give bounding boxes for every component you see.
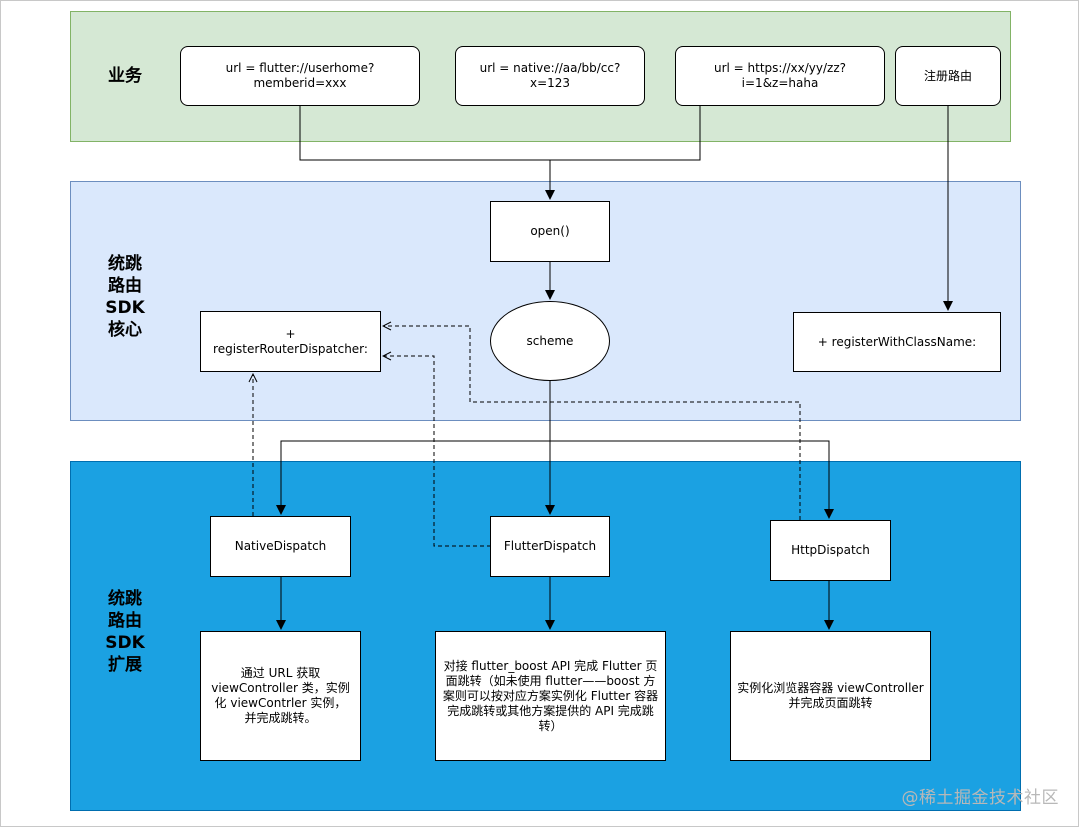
edge-urls-to-open bbox=[299, 106, 701, 199]
scheme-node: scheme bbox=[490, 301, 610, 381]
register-class-node: + registerWithClassName: bbox=[793, 312, 1001, 372]
register-dispatcher-node: + registerRouterDispatcher: bbox=[200, 311, 381, 372]
edge-scheme-to-http bbox=[550, 440, 834, 519]
url-native-node: url = native://aa/bb/cc?x=123 bbox=[455, 46, 645, 106]
dashed-flutter-register bbox=[383, 356, 491, 547]
open-node: open() bbox=[490, 201, 610, 262]
native-desc-node: 通过 URL 获取 viewController 类，实例化 viewContr… bbox=[200, 631, 361, 761]
watermark-text: @稀土掘金技术社区 bbox=[901, 788, 1059, 808]
http-desc-node: 实例化浏览器容器 viewController 并完成页面跳转 bbox=[730, 631, 931, 761]
business-label: 业务 bbox=[108, 66, 142, 86]
flutter-dispatch-node: FlutterDispatch bbox=[490, 516, 610, 577]
url-flutter-node: url = flutter://userhome?memberid=xxx bbox=[180, 46, 420, 106]
sdk-extension-label: 统跳 路由 SDK 扩展 bbox=[105, 589, 145, 675]
native-dispatch-node: NativeDispatch bbox=[210, 516, 351, 577]
edge-scheme-to-native bbox=[276, 440, 550, 515]
url-https-node: url = https://xx/yy/zz?i=1&z=haha bbox=[675, 46, 885, 106]
flutter-desc-node: 对接 flutter_boost API 完成 Flutter 页面跳转（如未使… bbox=[435, 631, 666, 761]
http-dispatch-node: HttpDispatch bbox=[770, 520, 891, 581]
register-route-node: 注册路由 bbox=[895, 46, 1001, 106]
dashed-http-register bbox=[383, 326, 801, 520]
sdk-core-label: 统跳 路由 SDK 核心 bbox=[105, 254, 145, 340]
